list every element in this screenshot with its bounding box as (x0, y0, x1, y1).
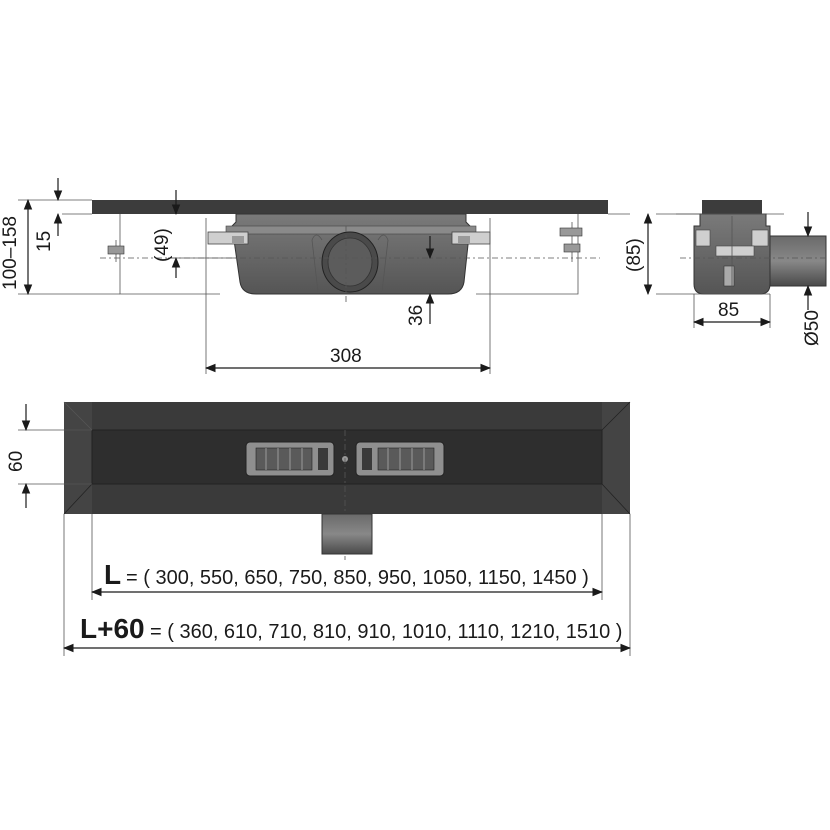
adjustment-bolt-right (559, 222, 583, 262)
length-l-label: L (104, 559, 121, 590)
side-height-label: (85) (624, 238, 645, 272)
adjustment-bolt-left (107, 240, 125, 262)
channel-width-label: 60 (6, 451, 27, 472)
grate-clip-left (245, 441, 335, 477)
front-section-view (62, 200, 630, 304)
front-dimensions: 100–158 15 (49) 36 308 (0, 178, 492, 374)
outlet-diameter-label: Ø50 (802, 310, 823, 346)
inner-height-label: (49) (152, 228, 173, 262)
outlet-height-label: 36 (406, 305, 427, 326)
body-width-label: 308 (330, 346, 362, 367)
install-height-label: 100–158 (0, 216, 21, 290)
length-l60-label: L+60 (80, 613, 145, 644)
top-view-outlet (321, 513, 373, 555)
side-width-label: 85 (718, 300, 739, 321)
top-view (63, 401, 631, 560)
top-plate (92, 200, 608, 214)
length-l60-values: = ( 360, 610, 710, 810, 910, 1010, 1110,… (150, 621, 622, 643)
side-section-view (676, 200, 827, 295)
side-dimensions: (85) 85 Ø50 (624, 212, 823, 346)
top-dimensions: 60 L = ( 300, 550, 650, 750, 850, 950, 1… (6, 404, 632, 656)
grate-clip-right (355, 441, 445, 477)
flange-thickness-label: 15 (34, 231, 55, 252)
length-l-values: = ( 300, 550, 650, 750, 850, 950, 1050, … (126, 567, 589, 589)
outlet-pipe (769, 235, 827, 287)
